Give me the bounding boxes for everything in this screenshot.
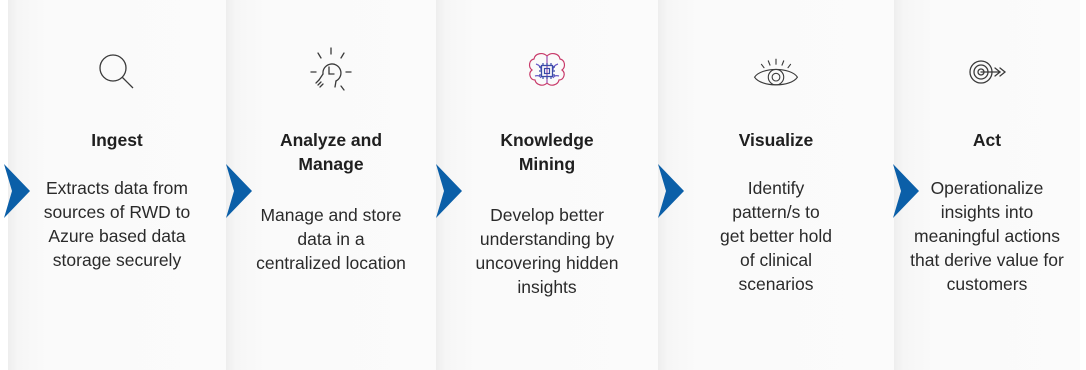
step-visualize: Visualize Identify pattern/s to get bett… — [658, 0, 894, 370]
step-ingest: Ingest Extracts data from sources of RWD… — [8, 0, 226, 370]
flow-arrow — [226, 164, 252, 218]
flow-arrow — [4, 164, 30, 218]
eye-icon — [746, 42, 806, 102]
lightbulb-icon — [301, 42, 361, 102]
flow-arrow — [436, 164, 462, 218]
step-title: Visualize — [738, 130, 814, 150]
step-analyze-manage: Analyze and Manage Manage and store data… — [226, 0, 436, 370]
brain-chip-icon — [517, 42, 577, 102]
step-description: Develop better understanding by uncoveri… — [475, 205, 619, 297]
step-title: Act — [972, 130, 1002, 150]
target-icon — [957, 42, 1017, 102]
step-description: Operationalize insights into meaningful … — [910, 178, 1064, 294]
step-description: Manage and store data in a centralized l… — [256, 205, 406, 273]
flow-arrow — [893, 164, 919, 218]
step-description: Identify pattern/s to get better hold of… — [720, 178, 832, 294]
step-description: Extracts data from sources of RWD to Azu… — [43, 178, 191, 270]
flow-arrow — [658, 164, 684, 218]
step-title: Analyze and Manage — [279, 130, 383, 174]
step-act: Act Operationalize insights into meaning… — [894, 0, 1080, 370]
step-knowledge-mining: Knowledge Mining Develop better understa… — [436, 0, 658, 370]
magnifier-icon — [87, 42, 147, 102]
step-title: Ingest — [91, 130, 143, 150]
step-title: Knowledge Mining — [500, 130, 594, 174]
